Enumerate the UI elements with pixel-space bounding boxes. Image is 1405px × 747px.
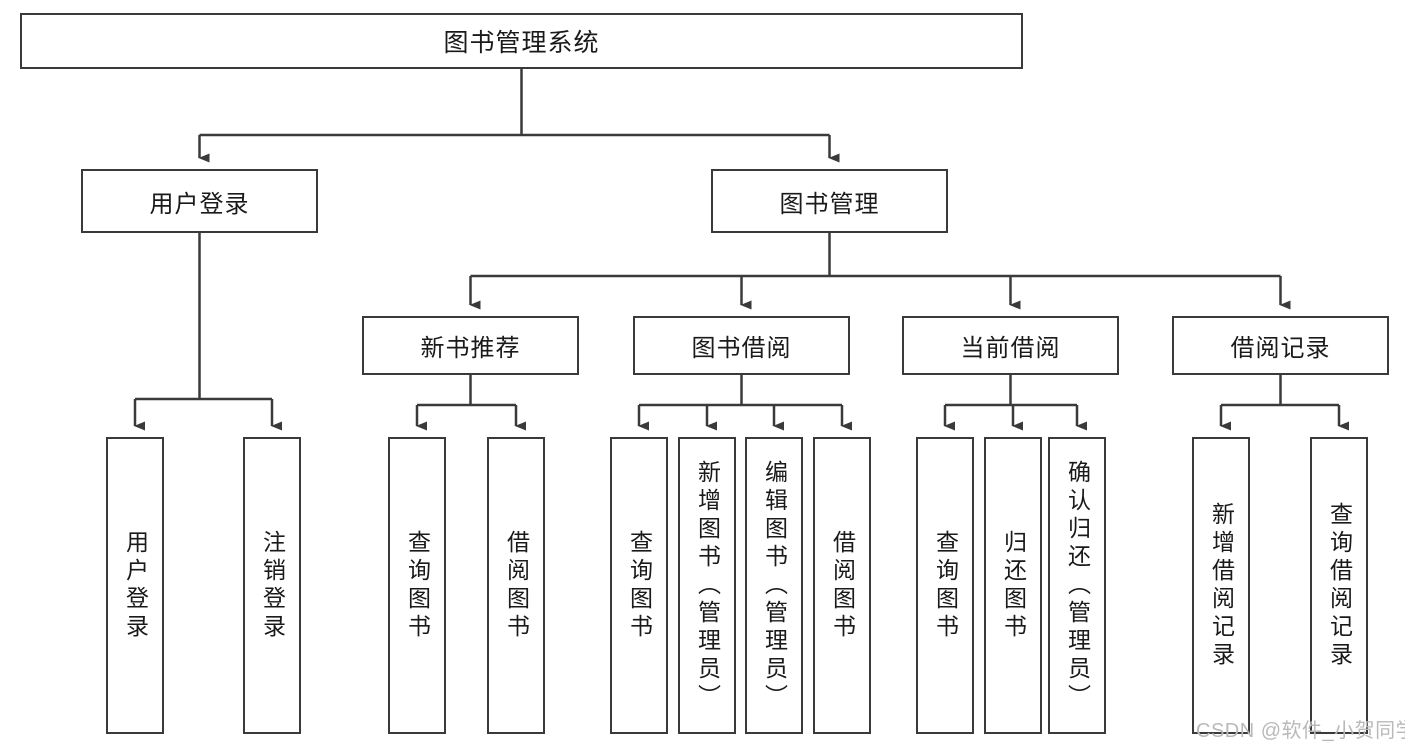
node-leaf-12[interactable]: 新增借阅记录 — [1192, 437, 1250, 734]
node-leaf-4[interactable]: 借阅图书 — [487, 437, 545, 734]
node-level2-1[interactable]: 用户登录 — [81, 169, 318, 233]
node-leaf-8[interactable]: 借阅图书 — [813, 437, 871, 734]
node-level3-3[interactable]: 当前借阅 — [902, 316, 1119, 375]
node-leaf-7[interactable]: 编辑图书（管理员） — [745, 437, 803, 734]
csdn-watermark: CSDN @软件_小贺同学 — [1196, 720, 1405, 742]
node-root-system[interactable]: 图书管理系统 — [20, 13, 1023, 69]
node-leaf-3-label: 查询图书 — [404, 529, 431, 642]
node-leaf-10-label: 归还图书 — [1000, 529, 1027, 642]
node-leaf-5-label: 查询图书 — [626, 529, 653, 642]
node-leaf-3[interactable]: 查询图书 — [388, 437, 446, 734]
node-leaf-6-label: 新增图书（管理员） — [694, 459, 721, 712]
node-leaf-1[interactable]: 用户登录 — [106, 437, 164, 734]
node-leaf-12-label: 新增借阅记录 — [1208, 501, 1235, 670]
node-level3-1[interactable]: 新书推荐 — [362, 316, 579, 375]
node-level3-4[interactable]: 借阅记录 — [1172, 316, 1389, 375]
node-level3-4-label: 借阅记录 — [1230, 335, 1331, 362]
node-leaf-2-label: 注销登录 — [259, 529, 286, 642]
node-level2-2[interactable]: 图书管理 — [711, 169, 948, 233]
node-level3-3-label: 当前借阅 — [960, 335, 1061, 362]
node-level2-1-label: 用户登录 — [149, 190, 250, 218]
node-root-system-label: 图书管理系统 — [443, 29, 600, 57]
node-leaf-5[interactable]: 查询图书 — [610, 437, 668, 734]
node-leaf-4-label: 借阅图书 — [503, 529, 530, 642]
node-leaf-11[interactable]: 确认归还（管理员） — [1048, 437, 1106, 734]
node-leaf-9-label: 查询图书 — [932, 529, 959, 642]
node-level3-2[interactable]: 图书借阅 — [633, 316, 850, 375]
node-leaf-7-label: 编辑图书（管理员） — [761, 459, 788, 712]
node-leaf-13-label: 查询借阅记录 — [1326, 501, 1353, 670]
node-leaf-11-label: 确认归还（管理员） — [1064, 459, 1091, 712]
node-leaf-1-label: 用户登录 — [122, 529, 149, 642]
node-level2-2-label: 图书管理 — [779, 190, 880, 218]
node-level3-2-label: 图书借阅 — [691, 335, 792, 362]
node-level3-1-label: 新书推荐 — [420, 335, 521, 362]
node-leaf-6[interactable]: 新增图书（管理员） — [678, 437, 736, 734]
node-leaf-10[interactable]: 归还图书 — [984, 437, 1042, 734]
node-leaf-2[interactable]: 注销登录 — [243, 437, 301, 734]
node-leaf-13[interactable]: 查询借阅记录 — [1310, 437, 1368, 734]
node-leaf-9[interactable]: 查询图书 — [916, 437, 974, 734]
node-leaf-8-label: 借阅图书 — [829, 529, 856, 642]
